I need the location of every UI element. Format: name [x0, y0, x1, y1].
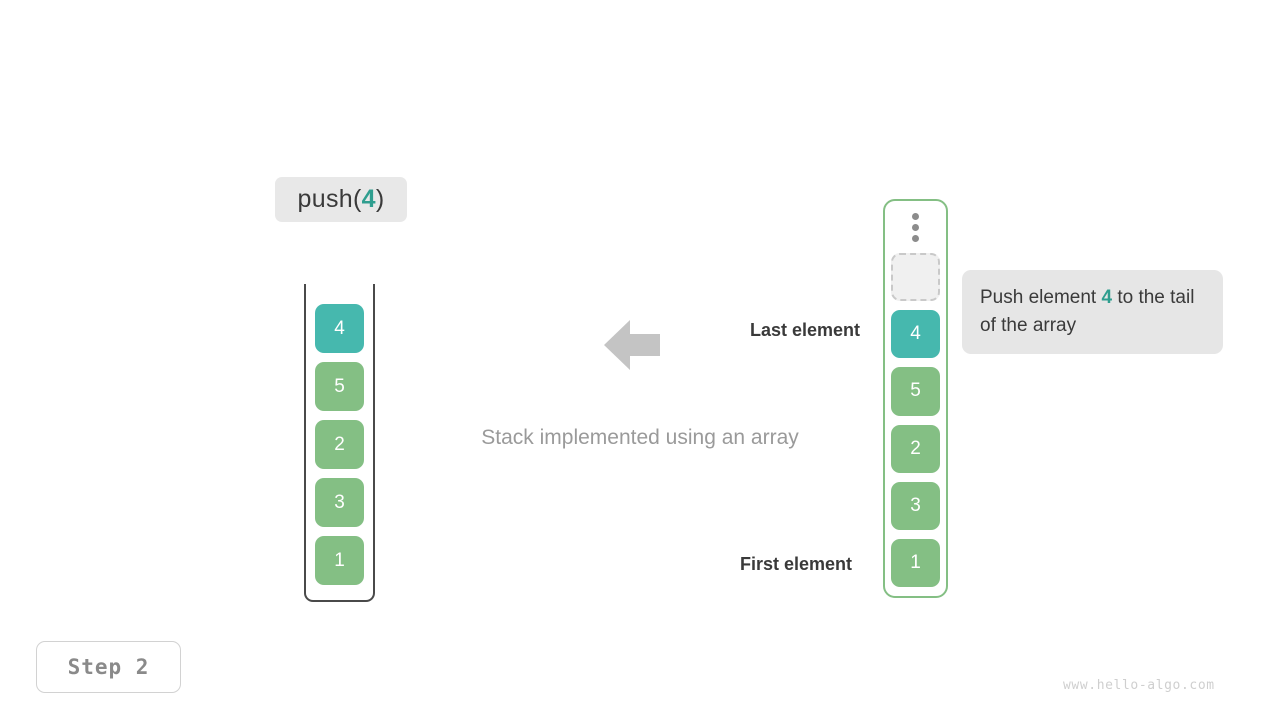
stack-cell: 1	[315, 536, 364, 585]
tooltip-text-before: Push element	[980, 287, 1102, 308]
array-cell: 4	[891, 310, 940, 359]
tooltip-callout: Push element 4 to the tail of the array	[962, 270, 1223, 354]
tooltip-accent-value: 4	[1101, 287, 1113, 308]
operation-suffix: )	[375, 185, 385, 213]
diagram-caption: Stack implemented using an array	[481, 426, 799, 449]
operation-label: push(4)	[275, 177, 407, 222]
stack-cell: 4	[315, 304, 364, 353]
step-badge: Step 2	[36, 641, 181, 693]
array-visual: 4 5 2 3 1	[883, 199, 948, 598]
array-cell: 1	[891, 538, 940, 587]
stack-visual: 4 5 2 3 1	[304, 284, 375, 602]
operation-argument: 4	[361, 185, 376, 213]
stack-frame	[304, 284, 375, 602]
vertical-ellipsis-icon	[912, 213, 920, 242]
array-cell: 3	[891, 481, 940, 530]
arrow-left-icon	[602, 318, 662, 372]
array-inner: 4 5 2 3 1	[885, 201, 946, 596]
label-last-element: Last element	[749, 320, 860, 340]
watermark: www.hello-algo.com	[1063, 678, 1215, 693]
label-first-element: First element	[739, 554, 852, 574]
array-empty-slot	[891, 253, 940, 302]
stack-cell: 5	[315, 362, 364, 411]
array-cell: 5	[891, 367, 940, 416]
tooltip-text-after: to the tail of the array	[980, 287, 1195, 336]
stack-cell: 3	[315, 478, 364, 527]
operation-prefix: push(	[297, 185, 362, 213]
stack-items: 4 5 2 3 1	[304, 284, 375, 594]
stack-cell: 2	[315, 420, 364, 469]
ellipsis-dot	[912, 235, 919, 242]
ellipsis-dot	[912, 213, 919, 220]
array-cell: 2	[891, 424, 940, 473]
ellipsis-dot	[912, 224, 919, 231]
